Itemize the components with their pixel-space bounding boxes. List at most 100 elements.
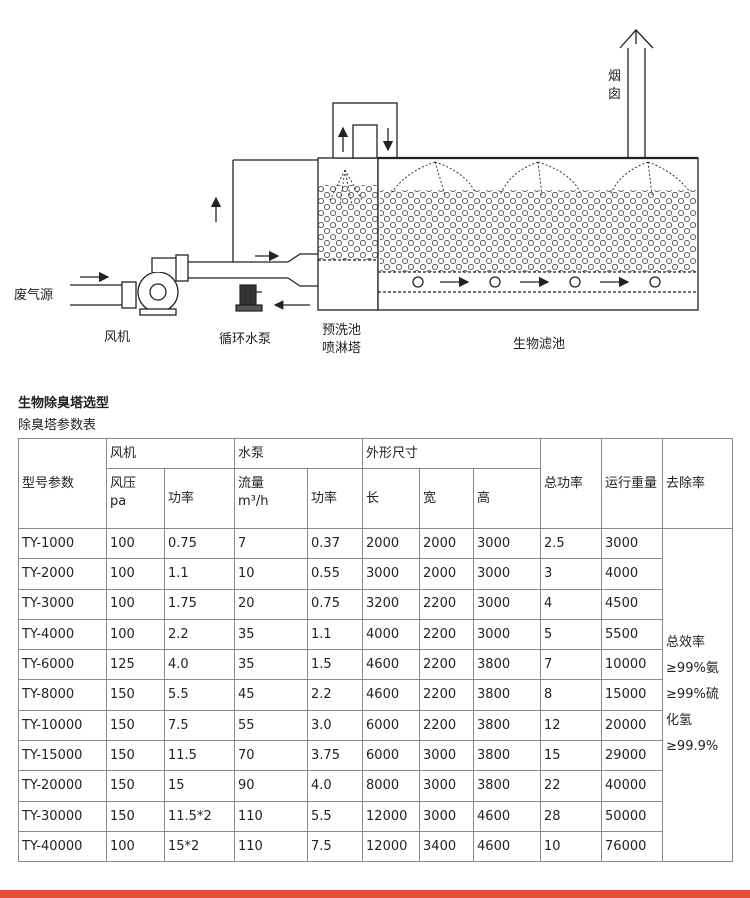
table-cell: 4.0 <box>307 770 364 802</box>
table-cell: TY-2000 <box>18 558 107 590</box>
table-cell: 8000 <box>362 770 421 802</box>
table-cell: 110 <box>234 830 309 863</box>
section-title: 生物除臭塔选型 <box>18 396 110 411</box>
table-cell: TY-1000 <box>18 527 107 560</box>
table-cell: 125 <box>106 649 165 681</box>
table-cell: 3200 <box>362 588 421 620</box>
table-cell: 3800 <box>473 709 542 742</box>
table-cell: 2.2 <box>307 679 364 711</box>
table-cell: 2.2 <box>163 618 236 651</box>
table-cell: 4000 <box>601 558 664 590</box>
table-cell: 2000 <box>362 527 421 560</box>
table-caption: 除臭塔参数表 <box>18 418 97 433</box>
table-cell: TY-40000 <box>18 830 107 863</box>
header-weight: 运行重量 <box>601 438 664 529</box>
fan-duct <box>188 159 320 287</box>
removal-rate-line: ≥99.9% <box>666 739 719 755</box>
table-cell: 0.55 <box>307 558 364 590</box>
table-cell: 3.0 <box>307 709 364 742</box>
table-cell: 110 <box>234 800 309 832</box>
table-cell: 70 <box>234 740 309 772</box>
header-model: 型号参数 <box>18 438 107 529</box>
table-cell: 3000 <box>473 558 542 590</box>
table-cell: 10 <box>540 830 603 863</box>
table-cell: 5.5 <box>163 679 236 711</box>
table-cell: TY-20000 <box>18 770 107 802</box>
removal-rate-line: 总效率 <box>666 635 706 651</box>
table-cell: 7.5 <box>307 830 364 863</box>
chimney <box>619 29 654 158</box>
table-cell: TY-6000 <box>18 649 107 681</box>
table-cell: 76000 <box>601 830 664 863</box>
header-pump-power: 功率 <box>307 468 364 529</box>
table-cell: TY-10000 <box>18 709 107 742</box>
table-cell: 7 <box>234 527 309 560</box>
label-exhaust-source: 废气源 <box>14 287 53 303</box>
table-cell: 100 <box>106 618 165 651</box>
table-cell: 12000 <box>362 800 421 832</box>
table-cell: TY-3000 <box>18 588 107 620</box>
table-cell: 8 <box>540 679 603 711</box>
table-cell: 3000 <box>419 770 475 802</box>
table-cell: 100 <box>106 558 165 590</box>
prewash-tower <box>317 102 398 311</box>
table-cell: 3400 <box>419 830 475 863</box>
table-cell: 150 <box>106 709 165 742</box>
label-biofilter: 生物滤池 <box>513 337 565 352</box>
table-cell: 100 <box>106 830 165 863</box>
table-cell: 35 <box>234 618 309 651</box>
table-cell: TY-4000 <box>18 618 107 651</box>
table-cell: 3800 <box>473 679 542 711</box>
table-cell: 5 <box>540 618 603 651</box>
table-cell: 4000 <box>362 618 421 651</box>
table-cell: 4500 <box>601 588 664 620</box>
table-cell: 40000 <box>601 770 664 802</box>
table-cell: 29000 <box>601 740 664 772</box>
table-cell: 3 <box>540 558 603 590</box>
table-cell: 2000 <box>419 527 475 560</box>
table-cell: 3000 <box>362 558 421 590</box>
table-cell: 100 <box>106 527 165 560</box>
table-cell: 3.75 <box>307 740 364 772</box>
table-cell: 12 <box>540 709 603 742</box>
table-cell: 6000 <box>362 709 421 742</box>
header-height: 高 <box>473 468 542 529</box>
table-cell: 0.75 <box>163 527 236 560</box>
table-cell: 150 <box>106 770 165 802</box>
table-cell: 3000 <box>473 588 542 620</box>
table-cell: 150 <box>106 800 165 832</box>
table-cell: 1.1 <box>163 558 236 590</box>
table-cell: 15000 <box>601 679 664 711</box>
table-cell: 90 <box>234 770 309 802</box>
table-cell: 2000 <box>419 558 475 590</box>
table-cell: 4 <box>540 588 603 620</box>
table-cell: 3000 <box>473 527 542 560</box>
table-cell: 12000 <box>362 830 421 863</box>
header-fan: 风机 <box>105 438 236 469</box>
table-cell: 150 <box>106 740 165 772</box>
table-cell: 15 <box>163 770 236 802</box>
table-cell: 10000 <box>601 649 664 681</box>
table-cell: 2200 <box>419 709 475 742</box>
table-cell: 15 <box>540 740 603 772</box>
table-cell: TY-8000 <box>18 679 107 711</box>
table-cell: 28 <box>540 800 603 832</box>
table-cell: 4600 <box>362 649 421 681</box>
table-cell: 0.37 <box>307 527 364 560</box>
header-length: 长 <box>362 468 421 529</box>
table-cell: 22 <box>540 770 603 802</box>
label-pump: 循环水泵 <box>219 332 271 347</box>
table-cell: 150 <box>106 679 165 711</box>
table-cell: 2.5 <box>540 527 603 560</box>
table-cell: 100 <box>106 588 165 620</box>
table-cell: 7 <box>540 649 603 681</box>
table-cell: 1.5 <box>307 649 364 681</box>
header-pump: 水泵 <box>234 438 364 469</box>
